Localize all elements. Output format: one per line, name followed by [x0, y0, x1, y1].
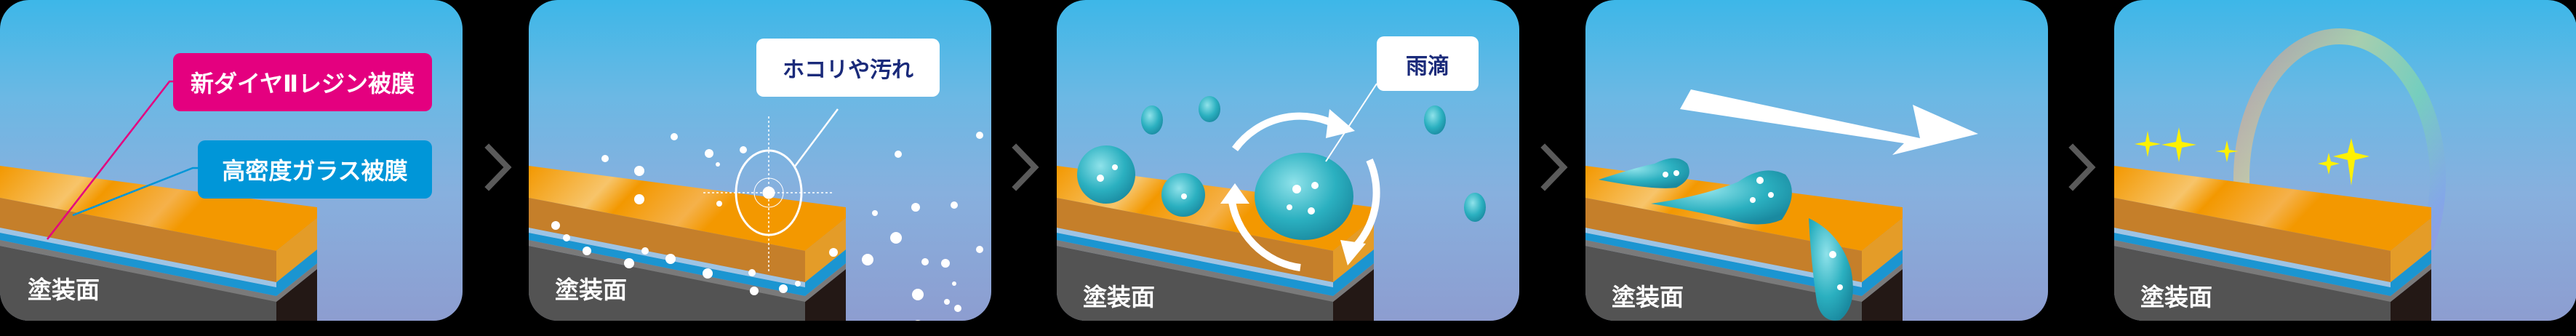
water-runoff-diagram	[1585, 89, 1978, 321]
paint-surface-label: 塗装面	[1083, 283, 1155, 311]
flow-direction-arrow-icon	[1680, 89, 1978, 155]
chevron-right-icon	[1007, 142, 1044, 193]
raindrop-icon	[1077, 96, 1486, 240]
glossy-finish-diagram	[2114, 28, 2446, 321]
dust-dirt-label: ホコリや汚れ	[756, 39, 940, 97]
glass-coating-label: 高密度ガラス被膜	[198, 140, 432, 199]
panel-step-1: 新ダイヤⅡレジン被膜 高密度ガラス被膜 塗装面	[0, 0, 463, 321]
resin-coating-label: 新ダイヤⅡレジン被膜	[173, 53, 432, 111]
dust-on-surface-diagram	[529, 108, 983, 321]
magnifier-target-icon	[703, 108, 839, 273]
raindrops-diagram	[1057, 83, 1486, 321]
dust-particles-icon	[551, 132, 983, 321]
paint-surface-label: 塗装面	[1612, 283, 1684, 311]
chevron-right-icon	[480, 142, 516, 193]
paint-surface-label: 塗装面	[555, 276, 627, 304]
paint-surface-label: 塗装面	[2140, 283, 2212, 311]
chevron-right-icon	[1536, 142, 1572, 193]
chevron-right-icon	[2064, 142, 2100, 193]
raindrop-label: 雨滴	[1377, 36, 1479, 91]
panel-step-5: 塗装面	[2114, 0, 2576, 321]
sliding-drop-icon	[1599, 158, 1853, 321]
panel-step-2: ホコリや汚れ 塗装面	[529, 0, 991, 321]
panel-step-3: 雨滴 塗装面	[1057, 0, 1519, 321]
circulation-arrows-icon	[1228, 112, 1380, 271]
panel-step-4: 塗装面	[1585, 0, 2048, 321]
sparkle-icon	[2135, 127, 2369, 185]
paint-surface-label: 塗装面	[28, 276, 100, 304]
